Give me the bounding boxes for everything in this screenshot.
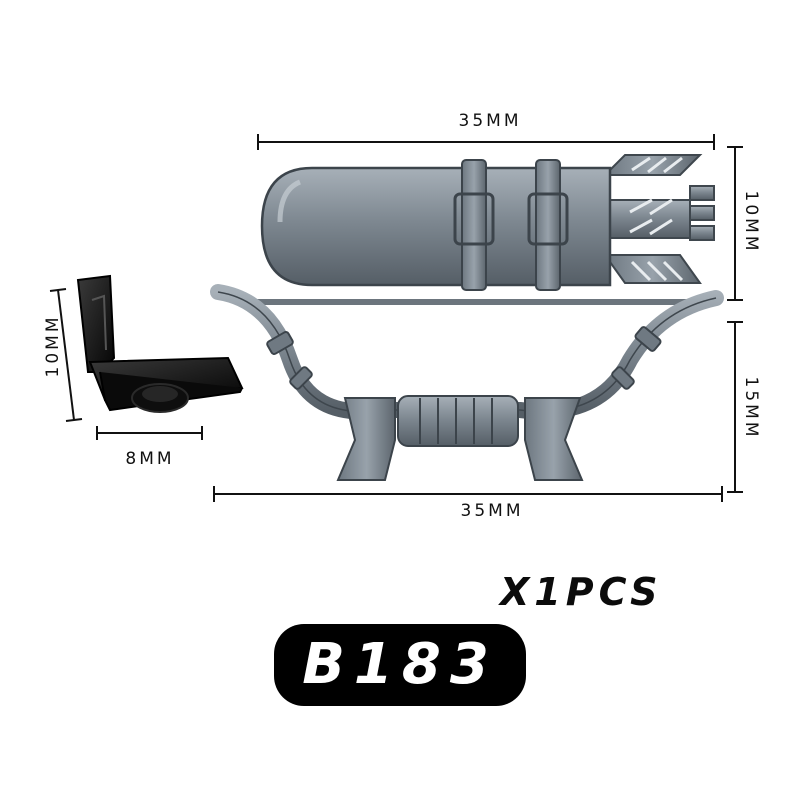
bow-height-label: 15MM [741,377,761,440]
bow-width-label: 35MM [461,501,524,521]
product-code: B183 [302,632,498,697]
quiver-width-label: 35MM [459,111,522,131]
product-code-badge: B183 [274,624,526,706]
arrow-fletching-icon [599,154,715,284]
bracket-part [76,274,244,413]
quiver-height-label: 10MM [741,191,761,254]
dimension-lines [49,134,743,502]
bracket-height-label: 10MM [43,315,63,378]
bow-part [210,284,724,481]
quiver-part [260,154,715,291]
quantity-label: X1PCS [500,570,663,614]
bracket-width-label: 8MM [125,449,174,469]
